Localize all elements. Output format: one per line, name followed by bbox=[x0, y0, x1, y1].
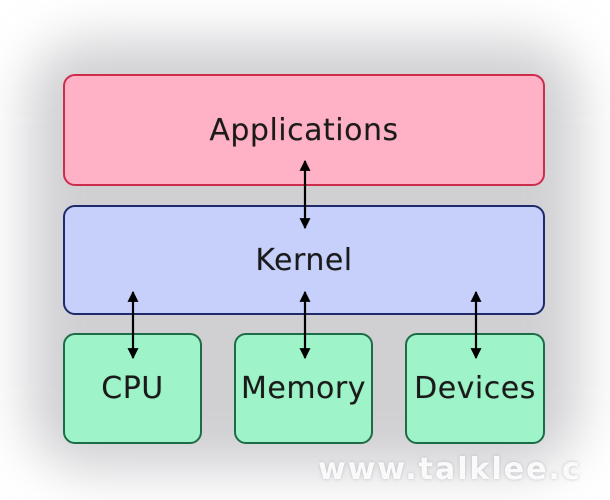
applications-box: Applications bbox=[63, 74, 545, 186]
applications-label: Applications bbox=[209, 112, 399, 148]
kernel-label: Kernel bbox=[255, 242, 353, 278]
cpu-label: CPU bbox=[101, 371, 164, 406]
cpu-box: CPU bbox=[63, 333, 202, 444]
kernel-box: Kernel bbox=[63, 205, 545, 315]
devices-label: Devices bbox=[414, 371, 536, 406]
memory-label: Memory bbox=[240, 371, 366, 406]
memory-box: Memory bbox=[234, 333, 373, 444]
watermark-text: www.talklee.c bbox=[318, 452, 582, 487]
devices-box: Devices bbox=[405, 333, 545, 444]
